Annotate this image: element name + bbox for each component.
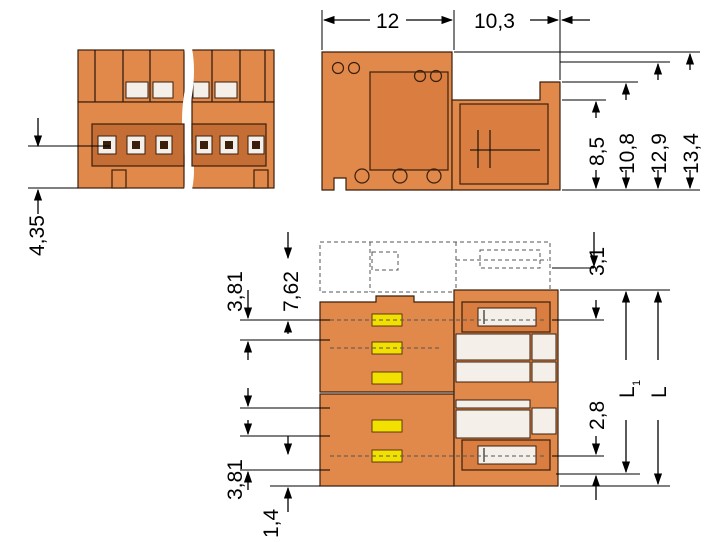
dim-height-4: 13,4 xyxy=(680,133,703,174)
dim-front-offset: 4,35 xyxy=(26,215,49,256)
dim-height-3: 12,9 xyxy=(648,133,671,174)
dim-spacing: 2,8 xyxy=(586,401,609,430)
dim-top-depth: 10,3 xyxy=(474,10,515,33)
dim-latch-offset: 3,1 xyxy=(586,247,609,276)
side-view: 12 10,3 8,5 10,8 12,9 13,4 xyxy=(321,10,703,191)
dim-height-1: 8,5 xyxy=(586,137,609,166)
dim-height-2: 10,8 xyxy=(616,133,639,174)
dim-pitch-top: 3,81 xyxy=(224,271,247,312)
dim-pitch-side: 7,62 xyxy=(280,271,303,312)
dim-L: L xyxy=(648,386,671,398)
top-view: 3,81 7,62 3,81 1,4 3,1 2,8 L 1 L xyxy=(224,232,671,538)
dim-L1: L xyxy=(616,386,639,398)
dim-top-width: 12 xyxy=(376,10,399,33)
dim-pitch-bottom: 3,81 xyxy=(224,459,247,500)
dim-L1-subscript: 1 xyxy=(631,380,643,386)
dim-edge-offset: 1,4 xyxy=(260,508,283,538)
front-view: 4,35 xyxy=(26,48,275,256)
